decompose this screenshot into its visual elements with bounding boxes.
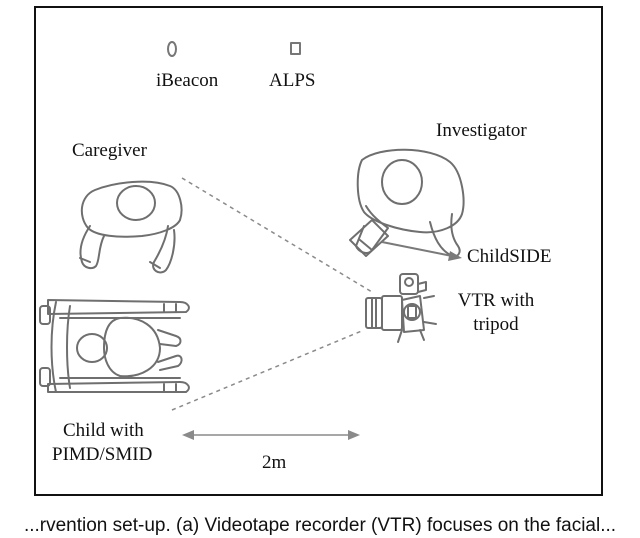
investigator-label: Investigator <box>436 120 527 141</box>
caregiver-label: Caregiver <box>72 140 147 161</box>
ibeacon-icon <box>167 41 177 57</box>
child-label-line1: Child with <box>63 420 144 441</box>
figure-caption: ...rvention set-up. (a) Videotape record… <box>23 515 617 536</box>
child-wheelchair-figure <box>39 299 190 393</box>
alps-icon <box>290 42 301 55</box>
sight-line-upper <box>181 177 373 293</box>
distance-label: 2m <box>262 452 287 473</box>
legend-ibeacon-label: iBeacon <box>156 70 219 91</box>
vtr-label-line1: VTR with <box>457 290 535 311</box>
investigator-figure <box>349 148 465 258</box>
vtr-camera-figure <box>365 273 437 343</box>
childside-label: ChildSIDE <box>467 246 552 267</box>
distance-arrow <box>182 430 360 440</box>
vtr-label-line2: tripod <box>473 314 519 335</box>
child-label-line2: PIMD/SMID <box>52 444 153 465</box>
childside-arrow <box>381 241 453 257</box>
diagram-frame <box>34 6 603 496</box>
caregiver-figure <box>79 180 183 274</box>
legend-alps-label: ALPS <box>269 70 316 91</box>
sight-line-lower <box>171 329 365 411</box>
